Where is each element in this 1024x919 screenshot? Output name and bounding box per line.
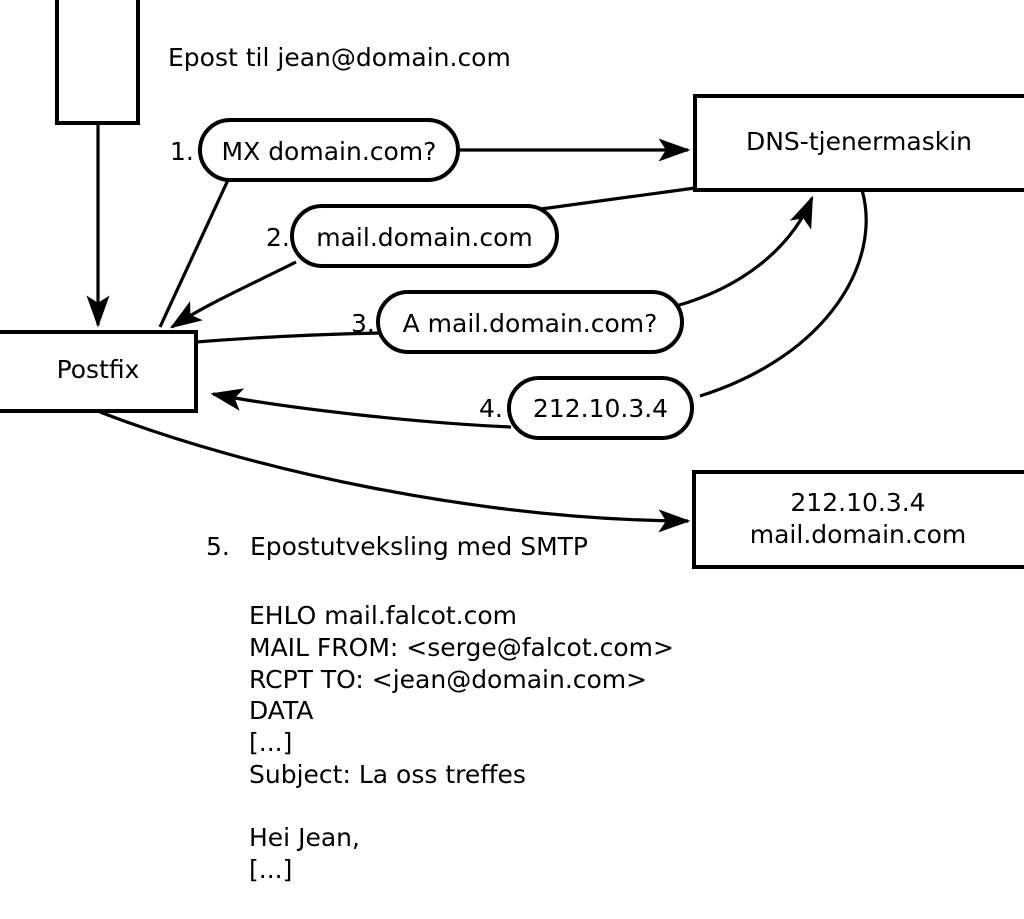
step-3-message: A mail.domain.com? [402,309,658,338]
smtp-transcript-line: [...] [249,855,293,884]
mail-server-label: 212.10.3.4 mail.domain.com [694,487,1022,551]
mail-server-box [692,470,1024,569]
step-2-number: 2. [266,223,290,252]
sender-box [55,0,140,125]
dns-server-box [693,94,1024,192]
step-3-number: 3. [351,309,375,338]
step-5-label: Epostutveksling med SMTP [250,532,589,561]
edge-pill2-to-postfix [169,260,297,329]
step-1-number: 1. [170,137,194,166]
edge-postfix-to-pill3 [195,331,382,344]
step-4-message: 212.10.3.4 [532,394,669,423]
postfix-label: Postfix [56,355,140,384]
step-2-message: mail.domain.com [316,223,533,252]
edge-step1-diagonal [158,148,251,328]
smtp-transcript-line [249,886,674,918]
edge-pill4-to-postfix [210,388,512,429]
smtp-transcript-line: RCPT TO: <jean@domain.com> [249,664,648,694]
smtp-transcript-line: [...] [249,728,293,757]
email-caption: Epost til jean@domain.com [168,43,511,72]
mail-server-ip: 212.10.3.4 [790,488,926,517]
step-3-pill [376,290,684,354]
edge-dns-to-pill2 [540,186,696,211]
step-2-pill [290,204,559,268]
smtp-transcript-line [249,791,674,823]
edge-pill3-to-dns [675,195,814,308]
smtp-transcript-line: Subject: La oss treffes [249,759,526,789]
mail-server-hostname: mail.domain.com [749,520,967,549]
step-1-message: MX domain.com? [221,137,437,166]
step-5-number: 5. [206,532,230,561]
edge-dns-to-pill4 [699,189,868,398]
dns-server-label: DNS-tjenermaskin [745,127,972,156]
postfix-box [0,330,198,413]
smtp-transcript-line: Hei Jean, [249,823,360,853]
edge-postfix-to-mailserver [99,410,691,533]
step-4-pill [507,376,694,440]
smtp-transcript-line: EHLO mail.falcot.com [249,601,518,630]
step-4-number: 4. [479,394,503,423]
step-1-pill [198,118,460,182]
smtp-transcript-line: MAIL FROM: <serge@falcot.com> [249,632,674,662]
smtp-transcript-line: DATA [249,696,314,726]
